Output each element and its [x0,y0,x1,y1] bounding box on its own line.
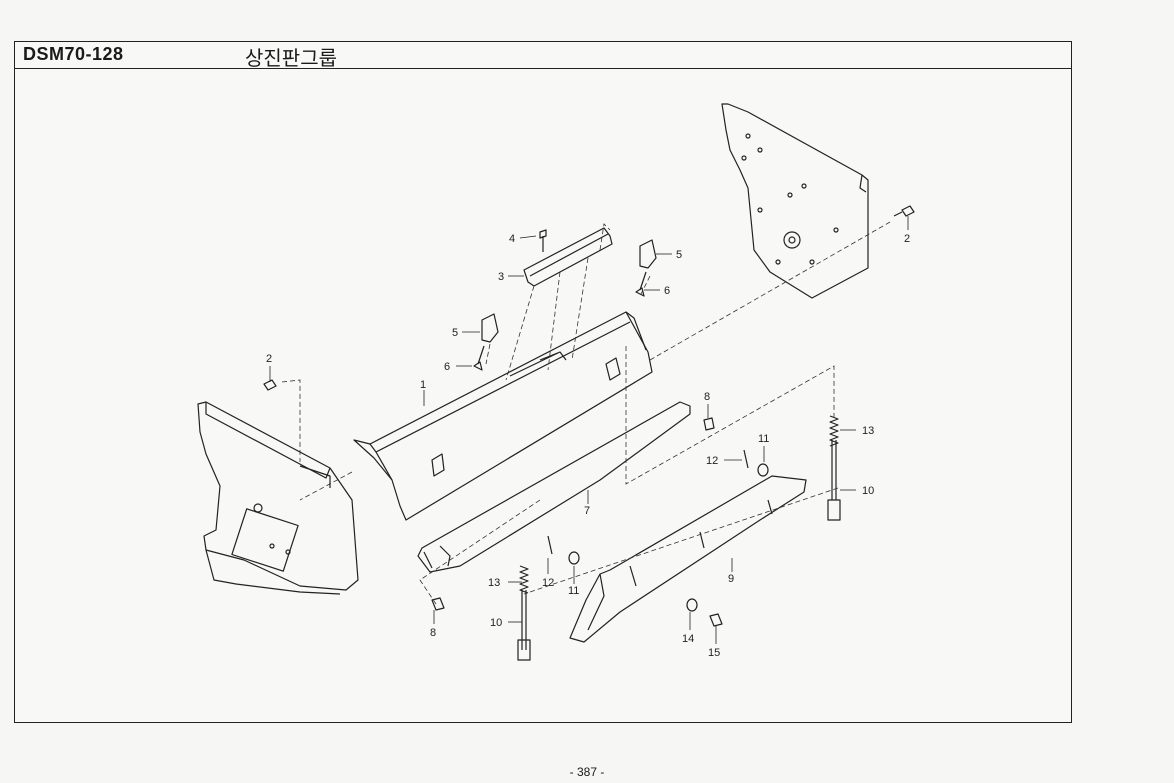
callout-label: 5 [452,327,458,339]
bolt-8-left [431,597,445,611]
bolt-8-right [703,417,715,431]
bracket-5-right [639,239,657,269]
callout-label: 13 [488,577,500,589]
lower-plate-9 [569,475,807,643]
callout-label: 4 [509,233,515,245]
callout-label: 15 [708,647,720,659]
washer-11-right [757,463,769,477]
callout-group [269,216,909,644]
callout-label: 13 [862,425,874,437]
page-number: - 387 - [569,765,605,779]
callout-label: 2 [904,233,910,245]
callout-label: 1 [420,379,426,391]
bolt-4 [539,229,547,252]
mounting-strip-3 [523,227,613,287]
pin-12-right [743,449,749,469]
washer-14 [686,598,698,612]
callout-label: 8 [704,391,710,403]
callout-labels: 4 3 5 6 5 6 2 2 1 8 11 12 13 10 7 9 13 1… [266,233,910,659]
callout-label: 10 [490,617,502,629]
rod-10-left [517,590,531,661]
callout-label: 6 [444,361,450,373]
rod-10-right [827,440,841,521]
drawing-code: DSM70-128 [23,44,124,64]
callout-label: 5 [676,249,682,261]
washer-11-left [568,551,580,565]
callout-label: 12 [542,577,554,589]
pin-12-left [547,535,553,555]
spring-13-left [519,565,529,594]
callout-label: 2 [266,353,272,365]
left-side-frame [197,401,359,595]
upper-plate-1 [353,311,653,521]
bracket-5-left [481,313,499,343]
callout-label: 14 [682,633,694,645]
right-side-frame [721,103,869,299]
callout-label: 6 [664,285,670,297]
guide-bar-7 [417,401,691,573]
spring-13-right [829,415,839,447]
title-bar: DSM70-128 상진판그룹 [15,42,1071,70]
drawing-frame: DSM70-128 상진판그룹 [14,41,1072,723]
bolt-6-right [635,271,647,297]
bolt-6-left [473,345,485,371]
callout-label: 7 [584,505,590,517]
callout-label: 11 [758,433,769,445]
callout-label: 3 [498,271,504,283]
bolt-2-left [263,379,277,391]
drawing-title: 상진판그룹 [245,46,337,70]
callout-label: 10 [862,485,874,497]
bolt-2-right [893,205,915,217]
callout-label: 9 [728,573,734,585]
callout-label: 12 [706,455,718,467]
assembly-lines [281,221,891,605]
callout-label: 11 [568,585,579,597]
bolt-15 [709,613,723,627]
callout-label: 8 [430,627,436,639]
